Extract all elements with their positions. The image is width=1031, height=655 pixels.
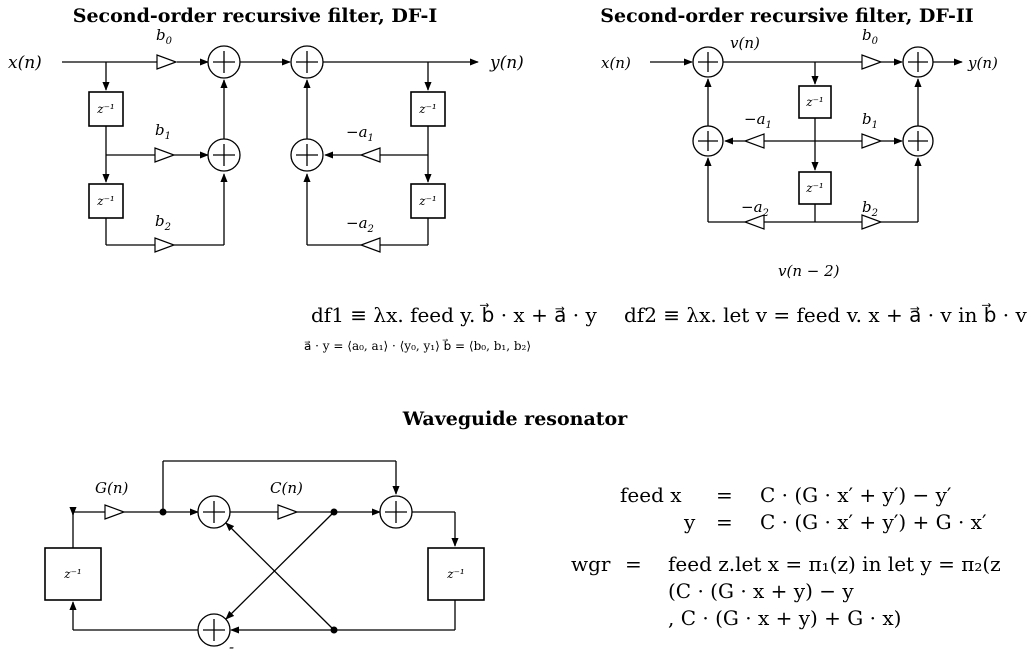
df2-output-label: y(n) <box>967 54 998 72</box>
df2-formula: df2 ≡ λx. let v = feed v. x + a⃗ · v in … <box>624 303 1027 327</box>
df2-state-label: v(n) <box>730 34 760 52</box>
delay-block-df2-1 <box>798 85 832 119</box>
gain-b2-triangle <box>154 237 176 253</box>
gain-a1-triangle <box>359 147 381 163</box>
delay-label: z⁻¹ <box>418 102 436 116</box>
delay-label: z⁻¹ <box>96 194 114 208</box>
gain-a2-label: −a2 <box>346 214 374 235</box>
gain-b2-label-df2: b2 <box>862 198 878 219</box>
gain-g-triangle <box>104 504 126 520</box>
wgr-lhs: wgr <box>571 552 611 576</box>
delay-block-wgr-right <box>427 547 485 601</box>
gain-b0-triangle <box>156 54 178 70</box>
gain-a2-triangle-df2 <box>743 214 765 230</box>
gain-a1-label: −a1 <box>346 123 374 144</box>
gain-b1-triangle-df2 <box>861 133 883 149</box>
feed-y-lhs: y <box>684 510 696 534</box>
delay-block-df1-left-1 <box>88 91 124 127</box>
df2-diagram: x(n) y(n) v(n) v(n − 2) b0 z⁻¹ z⁻¹ −a1 <box>601 26 998 280</box>
wgr-title: Waveguide resonator <box>402 408 628 430</box>
df1-output-label: y(n) <box>489 53 524 73</box>
gain-b2-triangle-df2 <box>861 214 883 230</box>
gain-c-label: C(n) <box>270 479 303 497</box>
df1-formula-note: a⃗ · y = ⟨a₀, a₁⟩ · ⟨y₀, y₁⟩ b⃗ = ⟨b₀, b… <box>304 339 532 353</box>
df1-title: Second-order recursive filter, DF-I <box>73 5 438 27</box>
gain-b0-triangle-df2 <box>861 54 883 70</box>
minus-sign: - <box>229 638 234 655</box>
feed-x-rhs: C · (G · x′ + y′) − y′ <box>760 483 952 507</box>
gain-b1-label-df2: b1 <box>862 110 878 131</box>
gain-c-triangle <box>277 504 299 520</box>
wgr-diagram: G(n) C(n) z⁻¹ z⁻¹ <box>44 460 485 655</box>
gain-b0-label-df2: b0 <box>862 26 879 47</box>
df2-input-label: x(n) <box>601 54 631 72</box>
feed-eq-2: = <box>716 510 733 534</box>
wgr-line-1: feed z.let x = π₁(z) in let y = π₂(z <box>668 552 1001 576</box>
gain-a1-label-df2: −a1 <box>744 110 772 131</box>
df2-state-delayed-label: v(n − 2) <box>778 262 840 280</box>
gain-a2-label-df2: −a2 <box>741 198 769 219</box>
delay-label: z⁻¹ <box>805 181 823 195</box>
gain-a2-triangle <box>359 237 381 253</box>
gain-b1-label: b1 <box>155 121 171 142</box>
wgr-line-2: (C · (G · x + y) − y <box>668 579 854 603</box>
wgr-line-3: , C · (G · x + y) + G · x) <box>668 606 902 630</box>
delay-block-wgr-left <box>44 547 102 601</box>
df1-formula: df1 ≡ λx. feed y. b⃗ · x + a⃗ · y <box>311 303 597 327</box>
delay-block-df1-left-2 <box>88 183 124 219</box>
delay-label: z⁻¹ <box>63 567 81 581</box>
gain-a1-triangle-df2 <box>743 133 765 149</box>
df1-input-label: x(n) <box>8 53 42 73</box>
gain-b2-label: b2 <box>155 212 171 233</box>
delay-block-df2-2 <box>798 171 832 205</box>
df2-title: Second-order recursive filter, DF-II <box>600 5 974 27</box>
df1-diagram: x(n) y(n) b0 z⁻¹ z⁻¹ b1 b2 <box>8 26 524 253</box>
feed-y-rhs: C · (G · x′ + y′) + G · x′ <box>760 510 987 534</box>
gain-g-label: G(n) <box>95 479 128 497</box>
wgr-eq: = <box>625 552 642 576</box>
gain-b0-label: b0 <box>156 26 173 47</box>
feed-lhs: feed x <box>620 483 682 507</box>
delay-label: z⁻¹ <box>96 102 114 116</box>
delay-label: z⁻¹ <box>446 567 464 581</box>
delay-label: z⁻¹ <box>418 194 436 208</box>
gain-b1-triangle <box>154 147 176 163</box>
delay-label: z⁻¹ <box>805 95 823 109</box>
feed-eq-1: = <box>716 483 733 507</box>
